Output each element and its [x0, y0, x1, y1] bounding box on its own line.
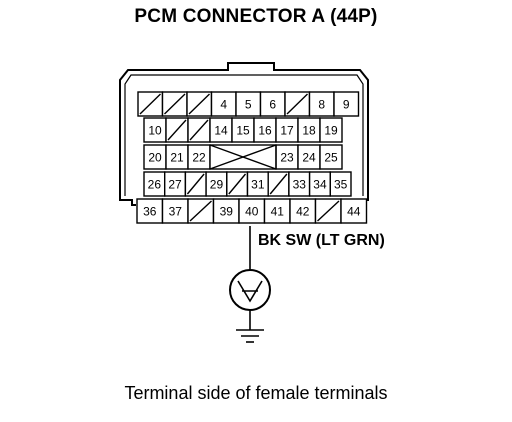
terminal-number: 34 [313, 178, 327, 192]
voltmeter-icon [229, 269, 271, 311]
terminal-row: 26 27 29 31 33 34 35 [143, 171, 352, 197]
terminal-cell: 22 [187, 144, 211, 170]
terminal-cell [187, 117, 211, 143]
terminal-cell: 10 [143, 117, 167, 143]
terminal-cell: 41 [263, 198, 291, 224]
terminal-cell: 33 [288, 171, 311, 197]
terminal-number: 31 [251, 178, 265, 192]
terminal-number: 8 [318, 98, 325, 112]
terminal-cell [161, 91, 188, 117]
terminal-number: 35 [334, 178, 348, 192]
terminal-cell: 26 [143, 171, 166, 197]
terminal-cell [187, 198, 215, 224]
terminal-cell: 34 [308, 171, 332, 197]
terminal-number: 40 [245, 205, 259, 219]
terminal-cell [184, 171, 207, 197]
terminal-cell: 21 [165, 144, 189, 170]
terminal-cell: 16 [253, 117, 277, 143]
terminal-cell: 6 [259, 91, 286, 117]
terminal-number: 26 [148, 178, 162, 192]
terminal-cell: 25 [319, 144, 343, 170]
terminal-number: 19 [324, 124, 338, 138]
terminal-number: 37 [169, 205, 183, 219]
terminal-number: 10 [148, 124, 162, 138]
wire-color-label: BK SW (LT GRN) [258, 232, 385, 249]
terminal-cell: 42 [289, 198, 317, 224]
terminal-number: 44 [347, 205, 361, 219]
terminal-row: 4 5 6 8 9 [137, 91, 360, 117]
terminal-row: 36 37 39 40 41 42 44 [136, 198, 368, 224]
terminal-number: 41 [271, 205, 285, 219]
terminal-grid: 4 5 6 8 9 10 14 15 16 17 18 19 20 21 22 23 24 25 26 27 29 31 3… [136, 91, 368, 224]
terminal-cell: 35 [329, 171, 352, 197]
terminal-cell: 14 [209, 117, 233, 143]
terminal-number: 39 [220, 205, 234, 219]
terminal-number: 36 [143, 205, 157, 219]
terminal-number: 18 [302, 124, 316, 138]
terminal-cell: 9 [333, 91, 360, 117]
terminal-cell: 31 [246, 171, 269, 197]
terminal-cell [186, 91, 213, 117]
terminal-cell [284, 91, 311, 117]
terminal-cell: 15 [231, 117, 255, 143]
terminal-number: 15 [236, 124, 250, 138]
terminal-number: 23 [280, 151, 294, 165]
terminal-number: 29 [210, 178, 224, 192]
terminal-cell [267, 171, 290, 197]
terminal-cell: 39 [212, 198, 240, 224]
terminal-number: 33 [293, 178, 307, 192]
terminal-number: 22 [192, 151, 206, 165]
terminal-cell [137, 91, 164, 117]
terminal-cell: 4 [210, 91, 237, 117]
terminal-cell: 19 [319, 117, 343, 143]
terminal-number: 25 [324, 151, 338, 165]
terminal-number: 16 [258, 124, 272, 138]
terminal-cell: 44 [340, 198, 368, 224]
ground-icon [236, 329, 264, 343]
terminal-number: 6 [269, 98, 276, 112]
terminal-number: 42 [296, 205, 310, 219]
terminal-cell [226, 171, 249, 197]
terminal-number: 17 [280, 124, 294, 138]
terminal-cell: 5 [235, 91, 262, 117]
terminal-number: 5 [245, 98, 252, 112]
terminal-number: 9 [343, 98, 350, 112]
terminal-cell: 20 [143, 144, 167, 170]
terminal-cell [165, 117, 189, 143]
terminal-cell: 17 [275, 117, 299, 143]
terminal-row: 10 14 15 16 17 18 19 [143, 117, 343, 143]
terminal-cell: 40 [238, 198, 266, 224]
terminal-cell: 36 [136, 198, 164, 224]
terminal-number: 4 [220, 98, 227, 112]
blocked-terminal-area [209, 144, 277, 170]
voltmeter-symbol [237, 280, 263, 303]
terminal-cell: 24 [297, 144, 321, 170]
terminal-cell: 29 [205, 171, 228, 197]
terminal-number: 20 [148, 151, 162, 165]
terminal-cell: 18 [297, 117, 321, 143]
terminal-cell: 23 [275, 144, 299, 170]
wire-group [229, 226, 271, 343]
diagram-title: PCM CONNECTOR A (44P) [134, 6, 378, 27]
terminal-number: 24 [302, 151, 316, 165]
caption: Terminal side of female terminals [124, 383, 388, 403]
terminal-cell: 37 [161, 198, 189, 224]
terminal-cell: 8 [308, 91, 335, 117]
terminal-cell [314, 198, 342, 224]
terminal-number: 27 [168, 178, 182, 192]
terminal-cell: 27 [163, 171, 187, 197]
terminal-number: 14 [214, 124, 228, 138]
terminal-number: 21 [170, 151, 184, 165]
